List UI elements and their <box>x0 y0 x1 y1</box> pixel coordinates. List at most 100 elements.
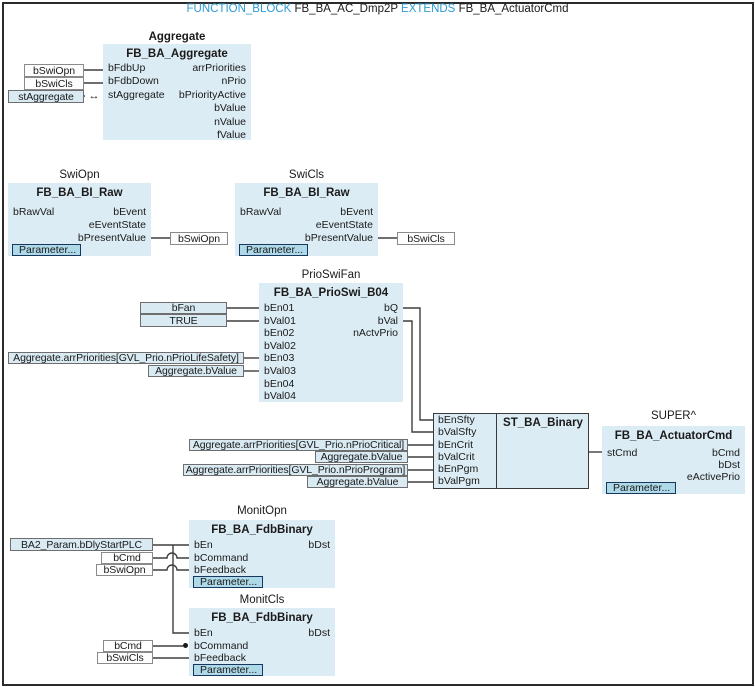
pin-bevent: bEvent <box>340 206 373 218</box>
field-benpgm: bEnPgm <box>438 463 479 476</box>
var-box-prio-program[interactable]: Aggregate.arrPriorities[GVL_Prio.nPrioPr… <box>183 464 408 476</box>
var-box-staggregate[interactable]: stAggregate <box>8 90 84 103</box>
var-box-bswiopn-top[interactable]: bSwiOpn <box>24 64 84 77</box>
monitopn-instance-title: MonitOpn <box>237 505 287 517</box>
pin-bval02: bVal02 <box>264 339 296 352</box>
pin-ben04: bEn04 <box>264 377 295 390</box>
pin-ben: bEn <box>194 627 213 639</box>
var-box-bswiopn-in[interactable]: bSwiOpn <box>96 564 153 576</box>
field-bensfty: bEnSfty <box>438 414 475 426</box>
pin-eeventstate: eEventState <box>88 219 146 231</box>
var-box-aggregate-bvalue-c[interactable]: Aggregate.bValue <box>307 476 408 488</box>
declaration-block-name: FB_BA_AC_Dmp2P <box>294 3 398 15</box>
wire-bswiopn-bfeedback-hop <box>153 564 189 571</box>
aggregate-type-name: FB_BA_Aggregate <box>126 48 228 60</box>
field-bvalsfty: bValSfty <box>438 426 477 439</box>
pin-staggregate: stAggregate <box>108 88 165 101</box>
pin-brawval: bRawVal <box>240 206 282 218</box>
pin-bcommand: bCommand <box>194 551 249 564</box>
st-ba-binary-struct[interactable]: bEnSfty bValSfty bEnCrit bValCrit bEnPgm… <box>433 413 589 489</box>
pin-bpriorityactive: bPriorityActive <box>178 88 246 101</box>
var-box-ba2-param[interactable]: BA2_Param.bDlyStartPLC <box>10 538 153 551</box>
var-box-aggregate-bvalue-b[interactable]: Aggregate.bValue <box>315 451 408 463</box>
pin-bval: bVal <box>377 314 398 327</box>
swicls-parameter-button[interactable]: Parameter... <box>239 244 308 256</box>
var-box-prio-lifesafety[interactable]: Aggregate.arrPriorities[GVL_Prio.nPrioLi… <box>8 352 244 364</box>
monitopn-parameter-button[interactable]: Parameter... <box>193 576 263 588</box>
super-instance-title: SUPER^ <box>650 410 697 422</box>
pin-bfeedback: bFeedback <box>194 652 246 665</box>
var-box-true[interactable]: TRUE <box>140 314 227 327</box>
pin-arrpriorities: arrPriorities <box>192 62 246 74</box>
st-ba-binary-fields: bEnSfty bValSfty bEnCrit bValCrit bEnPgm… <box>434 414 497 488</box>
monitcls-parameter-button[interactable]: Parameter... <box>193 664 263 676</box>
wire-branch-monitcls-ben <box>172 545 189 634</box>
wire-bq-bensfty <box>403 307 433 421</box>
pin-eactiveprio: eActivePrio <box>686 471 740 484</box>
var-box-bfan[interactable]: bFan <box>140 302 227 314</box>
swicls-instance-title: SwiCls <box>288 169 325 181</box>
var-box-aggregate-bvalue-a[interactable]: Aggregate.bValue <box>148 365 244 377</box>
pin-bcommand: bCommand <box>194 639 249 652</box>
pin-bval03: bVal03 <box>264 364 296 377</box>
swiopn-parameter-button[interactable]: Parameter... <box>12 244 81 256</box>
pin-bcmd: bCmd <box>711 447 740 459</box>
pin-nvalue: nValue <box>214 115 246 128</box>
pin-ben01: bEn01 <box>264 302 295 314</box>
pin-bfeedback: bFeedback <box>194 564 246 577</box>
monitopn-type-name: FB_BA_FdbBinary <box>211 524 313 536</box>
pin-bval04: bVal04 <box>264 390 296 403</box>
pin-bfdbup: bFdbUp <box>108 62 146 74</box>
swiopn-type-name: FB_BA_BI_Raw <box>36 187 123 199</box>
field-bvalpgm: bValPgm <box>438 475 480 488</box>
pin-bdst: bDst <box>718 459 740 472</box>
prioswifan-type-name: FB_BA_PrioSwi_B04 <box>273 287 389 299</box>
pin-bq: bQ <box>383 302 398 314</box>
pin-bevent: bEvent <box>113 206 146 218</box>
pin-brawval: bRawVal <box>13 206 55 218</box>
pin-ben02: bEn02 <box>264 327 295 340</box>
declaration-parent-name: FB_BA_ActuatorCmd <box>458 3 569 15</box>
pin-bfdbdown: bFdbDown <box>108 75 159 88</box>
pin-stcmd: stCmd <box>607 447 638 459</box>
var-box-bcmd-cls[interactable]: bCmd <box>103 640 153 652</box>
function-block-declaration: FUNCTION_BLOCK FB_BA_AC_Dmp2P EXTENDS FB… <box>0 3 755 15</box>
field-bvalcrit: bValCrit <box>438 450 475 463</box>
wire-bval-bvalsfty <box>403 320 433 433</box>
var-box-prio-critical[interactable]: Aggregate.arrPriorities[GVL_Prio.nPrioCr… <box>189 439 408 451</box>
pin-fvalue: fValue <box>217 128 246 141</box>
var-box-bcmd-opn[interactable]: bCmd <box>101 552 153 564</box>
keyword-extends: EXTENDS <box>401 3 456 15</box>
monitcls-type-name: FB_BA_FdbBinary <box>211 612 313 624</box>
pin-bval01: bVal01 <box>264 314 296 327</box>
pin-bpresentvalue: bPresentValue <box>304 232 373 244</box>
monitcls-instance-title: MonitCls <box>239 594 285 606</box>
pin-bpresentvalue: bPresentValue <box>77 232 146 244</box>
pin-ben: bEn <box>194 539 213 551</box>
aggregate-block[interactable]: FB_BA_Aggregate bFdbUp arrPriorities bFdb… <box>103 44 251 141</box>
keyword-function-block: FUNCTION_BLOCK <box>186 3 292 15</box>
var-box-bswicls-top[interactable]: bSwiCls <box>24 77 84 90</box>
prioswifan-instance-title: PrioSwiFan <box>301 269 361 281</box>
inout-arrow-icon: ↔ <box>85 89 103 102</box>
swicls-type-name: FB_BA_BI_Raw <box>263 187 350 199</box>
var-box-bswiopn-out[interactable]: bSwiOpn <box>170 232 228 245</box>
pin-ben03: bEn03 <box>264 352 295 365</box>
swiopn-instance-title: SwiOpn <box>59 169 100 181</box>
field-bencrit: bEnCrit <box>438 438 474 451</box>
pin-eeventstate: eEventState <box>315 219 373 231</box>
var-box-bswicls-in[interactable]: bSwiCls <box>97 652 153 664</box>
pin-nactvprio: nActvPrio <box>353 327 398 340</box>
aggregate-instance-title: Aggregate <box>148 31 206 43</box>
wire-bcmd-bcommand-hop <box>153 552 189 559</box>
var-box-bswicls-out[interactable]: bSwiCls <box>397 232 455 245</box>
pin-bdst: bDst <box>308 627 330 639</box>
st-ba-binary-type-name: ST_BA_Binary <box>503 417 583 429</box>
prioswifan-block[interactable]: FB_BA_PrioSwi_B04 bEn01 bQ bVal01 bVal bEn… <box>259 283 403 402</box>
pin-nprio: nPrio <box>221 75 246 88</box>
pin-bvalue: bValue <box>214 102 246 115</box>
pin-bdst: bDst <box>308 539 330 551</box>
super-parameter-button[interactable]: Parameter... <box>606 482 676 494</box>
super-type-name: FB_BA_ActuatorCmd <box>614 430 733 442</box>
negation-dot-icon <box>183 643 188 648</box>
